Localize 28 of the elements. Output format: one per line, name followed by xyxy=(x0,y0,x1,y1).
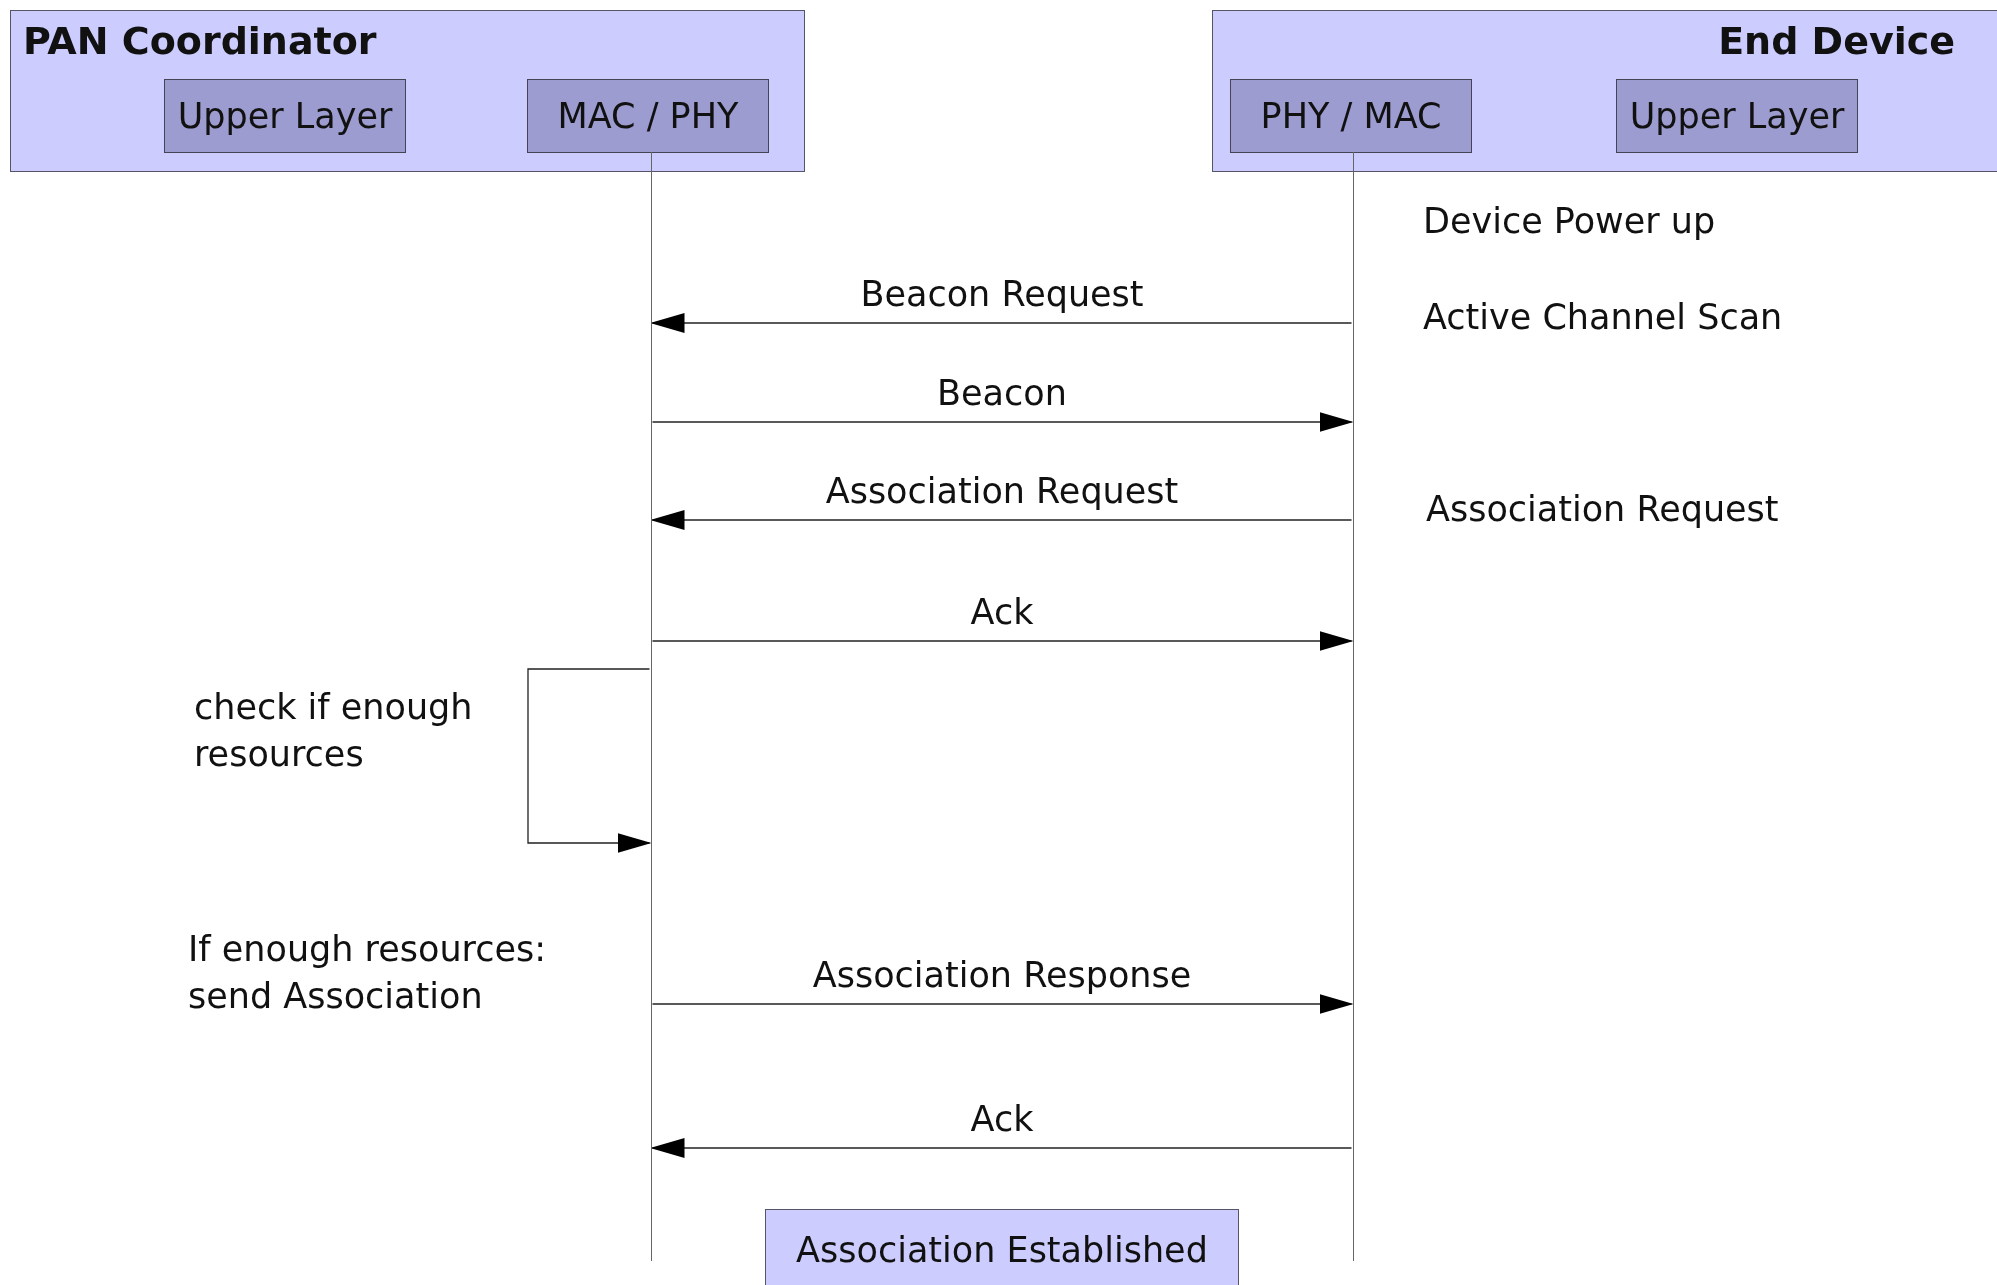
lifeline xyxy=(1351,152,1355,1261)
panel-heading: PAN Coordinator xyxy=(23,19,377,63)
panel-heading: End Device xyxy=(1718,19,1955,63)
box-label: PHY / MAC xyxy=(1260,96,1442,136)
layer-box xyxy=(164,79,406,153)
state-box xyxy=(765,1209,1239,1285)
box-label: Association Established xyxy=(796,1229,1208,1270)
layer-box xyxy=(1230,79,1472,153)
message-arrow xyxy=(650,1138,1353,1158)
box-label: MAC / PHY xyxy=(557,96,739,136)
message-arrow xyxy=(650,313,1353,333)
note-text: If enough resources: send Association xyxy=(188,928,547,1019)
lifeline-group-panel xyxy=(10,10,805,172)
note-text: Active Channel Scan xyxy=(1423,296,1784,339)
layer-box xyxy=(1616,79,1858,153)
message-arrow xyxy=(651,412,1354,432)
self-message-arrow xyxy=(527,668,652,853)
note-text: Device Power up xyxy=(1423,200,1717,243)
lifeline-group-panel xyxy=(1212,10,1997,172)
message-arrow xyxy=(651,994,1354,1014)
layer-box xyxy=(527,79,769,153)
message-arrow xyxy=(651,631,1354,651)
edge-label: check if enough resources xyxy=(194,686,474,777)
lifeline xyxy=(649,152,653,1261)
box-label: Upper Layer xyxy=(1629,96,1845,136)
message-arrow xyxy=(650,510,1353,530)
note-text: Association Request xyxy=(1426,488,1780,531)
box-label: Upper Layer xyxy=(177,96,393,136)
